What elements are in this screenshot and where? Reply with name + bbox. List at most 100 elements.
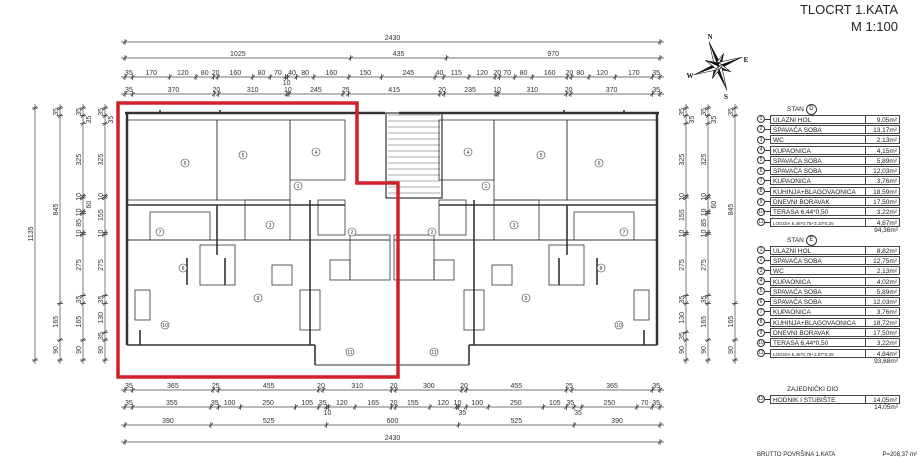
dimension-label: 20: [438, 87, 446, 94]
room-name: KUPAONICA: [770, 145, 865, 155]
dimension-tick: [285, 74, 290, 80]
dimension-tick: [705, 357, 711, 363]
dimension-tick: [122, 387, 128, 393]
dimension-tick: [705, 193, 711, 198]
dimension-tick: [486, 404, 491, 410]
room-mark-label: 5: [540, 153, 543, 159]
room-name: KUHINJA+BLAGOVAONICA: [770, 317, 865, 327]
dimension-label: 300: [423, 383, 435, 390]
room-number: 6: [757, 166, 765, 175]
room-area: 3,22m²: [865, 338, 900, 348]
room-number: 3: [757, 266, 765, 275]
dimension-tick: [657, 439, 663, 445]
dimension-tick: [464, 387, 469, 393]
dimension-tick: [705, 337, 711, 343]
room-name: SPAVAĆA SOBA: [770, 297, 865, 307]
room-mark-label: 7: [623, 230, 626, 236]
dimension-tick: [705, 113, 711, 119]
dimension-label: 35: [652, 400, 660, 407]
dimension-label: 70: [274, 70, 282, 77]
dimension-tick: [102, 113, 108, 119]
dimension-tick: [326, 404, 331, 410]
leader-line: [765, 352, 770, 354]
dimension-label: 970: [547, 51, 559, 58]
caption-label: STAN: [787, 105, 804, 113]
table-caption: ZAJEDNIČKI DIO: [787, 384, 900, 394]
dimension-tick: [683, 121, 689, 126]
dimension-label: 35: [679, 108, 686, 116]
dimension-label: 40: [436, 70, 444, 77]
dimension-label: 85: [701, 219, 708, 227]
dimension-tick: [459, 387, 465, 393]
room-name: KUPAONICA: [770, 307, 865, 317]
gross-area-label: BRUTTO POVRŠINA 1.KATA: [757, 452, 836, 458]
dimension-label: 35: [98, 296, 105, 304]
dimension-tick: [541, 404, 546, 410]
dimension-tick: [130, 91, 135, 97]
dimension-tick: [320, 387, 326, 393]
room-mark-label: 6: [598, 161, 601, 167]
dimension-tick: [32, 357, 38, 363]
dimension-tick: [193, 74, 199, 80]
dimension-label: 90: [76, 346, 83, 354]
room-number: 10: [757, 207, 765, 216]
dimension-label: 10: [76, 208, 83, 216]
room-outline: [289, 119, 346, 181]
dimension-label: 525: [510, 418, 522, 425]
dimension-tick: [657, 387, 663, 393]
dimension-tick: [466, 74, 472, 80]
room-number: 4: [757, 277, 765, 286]
dimension-tick: [293, 404, 298, 410]
dimension-label: 20: [212, 70, 220, 77]
dimension-tick: [352, 404, 358, 410]
room-number: 8: [757, 318, 765, 327]
dimension-tick: [316, 404, 321, 410]
dimension-tick: [80, 208, 86, 214]
dimension-tick: [324, 404, 329, 410]
dimension-label: 130: [679, 312, 686, 324]
room-name: WC: [770, 135, 865, 145]
dimension-tick: [216, 387, 221, 393]
dimension-label: 275: [679, 259, 686, 271]
dimension-tick: [732, 301, 738, 306]
dimension-label: 10: [679, 193, 686, 201]
dimension-tick: [564, 74, 570, 80]
dimension-label: 90: [728, 346, 735, 354]
dimension-label: 10: [454, 400, 462, 407]
room-mark-label: 4: [315, 150, 318, 156]
dimension-tick: [294, 74, 299, 80]
dimension-label: 35: [108, 116, 115, 124]
room-area: 8,82m²: [865, 245, 900, 255]
dimension-tick: [80, 211, 86, 216]
room-name: LOGGIA 5,46*0,75+3,10*0,25: [770, 217, 865, 227]
dimension-tick: [122, 39, 128, 45]
dimension-label: 35: [86, 116, 93, 124]
room-mark-label: 11: [347, 350, 352, 356]
dimension-label: 275: [98, 259, 105, 271]
dimension-tick: [208, 422, 214, 428]
leader-line: [765, 128, 770, 130]
dimension-label: 10: [283, 80, 291, 87]
dimension-tick: [683, 113, 689, 119]
dimension-label: 60: [86, 201, 93, 209]
dimension-label: 10: [324, 410, 332, 417]
room-area: 12,75m²: [865, 255, 900, 265]
dimension-label: 155: [679, 209, 686, 221]
room-area: 3,76m²: [865, 176, 900, 186]
dimension-tick: [705, 293, 711, 298]
dimension-tick: [683, 357, 689, 363]
dimension-label: 325: [701, 154, 708, 166]
dimension-tick: [57, 337, 63, 343]
dimension-label: 35: [125, 383, 133, 390]
room-area: 18,59m²: [865, 186, 900, 196]
dimension-tick: [432, 74, 438, 80]
dimension-tick: [102, 301, 108, 306]
room-mark-label: 5: [242, 153, 245, 159]
